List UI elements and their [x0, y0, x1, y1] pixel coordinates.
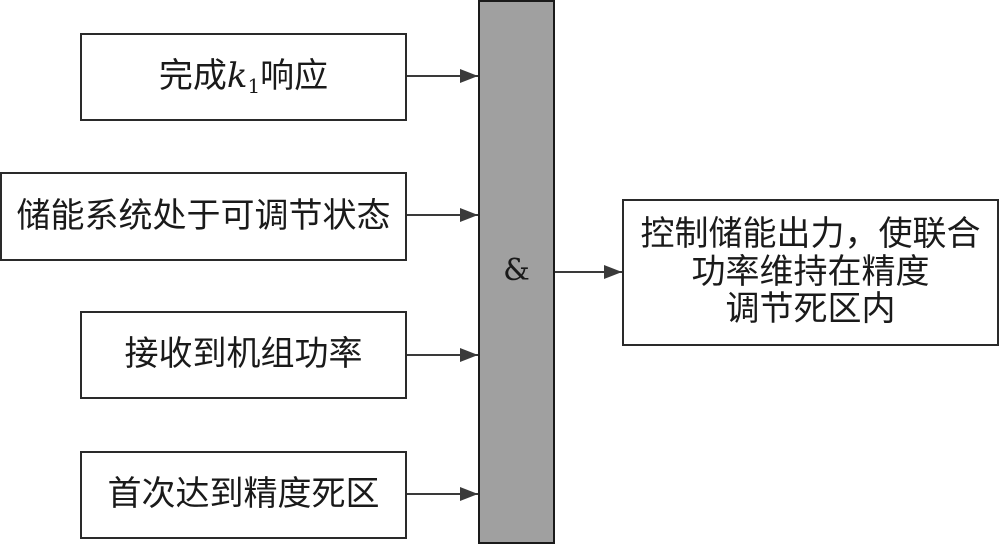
- input-box-storage-adjustable: 储能系统处于可调节状态: [0, 172, 407, 261]
- input-label-first-deadband: 首次达到精度死区: [107, 474, 380, 515]
- input-label-storage-adjustable: 储能系统处于可调节状态: [16, 195, 391, 236]
- output-line-3: 调节死区内: [725, 289, 896, 330]
- output-line-2: 功率维持在精度: [691, 251, 930, 292]
- input-label-k1-response: 完成k1响应: [158, 55, 329, 98]
- arrowhead-k1: [460, 69, 478, 83]
- input-box-k1-response: 完成k1响应: [80, 33, 407, 121]
- arrowhead-output: [604, 265, 622, 279]
- output-box: 控制储能出力，使联合 功率维持在精度 调节死区内: [622, 199, 999, 346]
- input-label-unit-power-received: 接收到机组功率: [124, 334, 363, 375]
- input-box-first-deadband: 首次达到精度死区: [80, 451, 407, 539]
- input-box-unit-power-received: 接收到机组功率: [80, 311, 407, 399]
- and-gate-symbol: &: [503, 252, 530, 288]
- and-gate: &: [478, 0, 555, 544]
- arrowhead-unitpower: [460, 348, 478, 362]
- output-line-1: 控制储能出力，使联合: [640, 214, 981, 255]
- arrowhead-storage: [460, 208, 478, 222]
- arrowhead-deadband: [460, 487, 478, 501]
